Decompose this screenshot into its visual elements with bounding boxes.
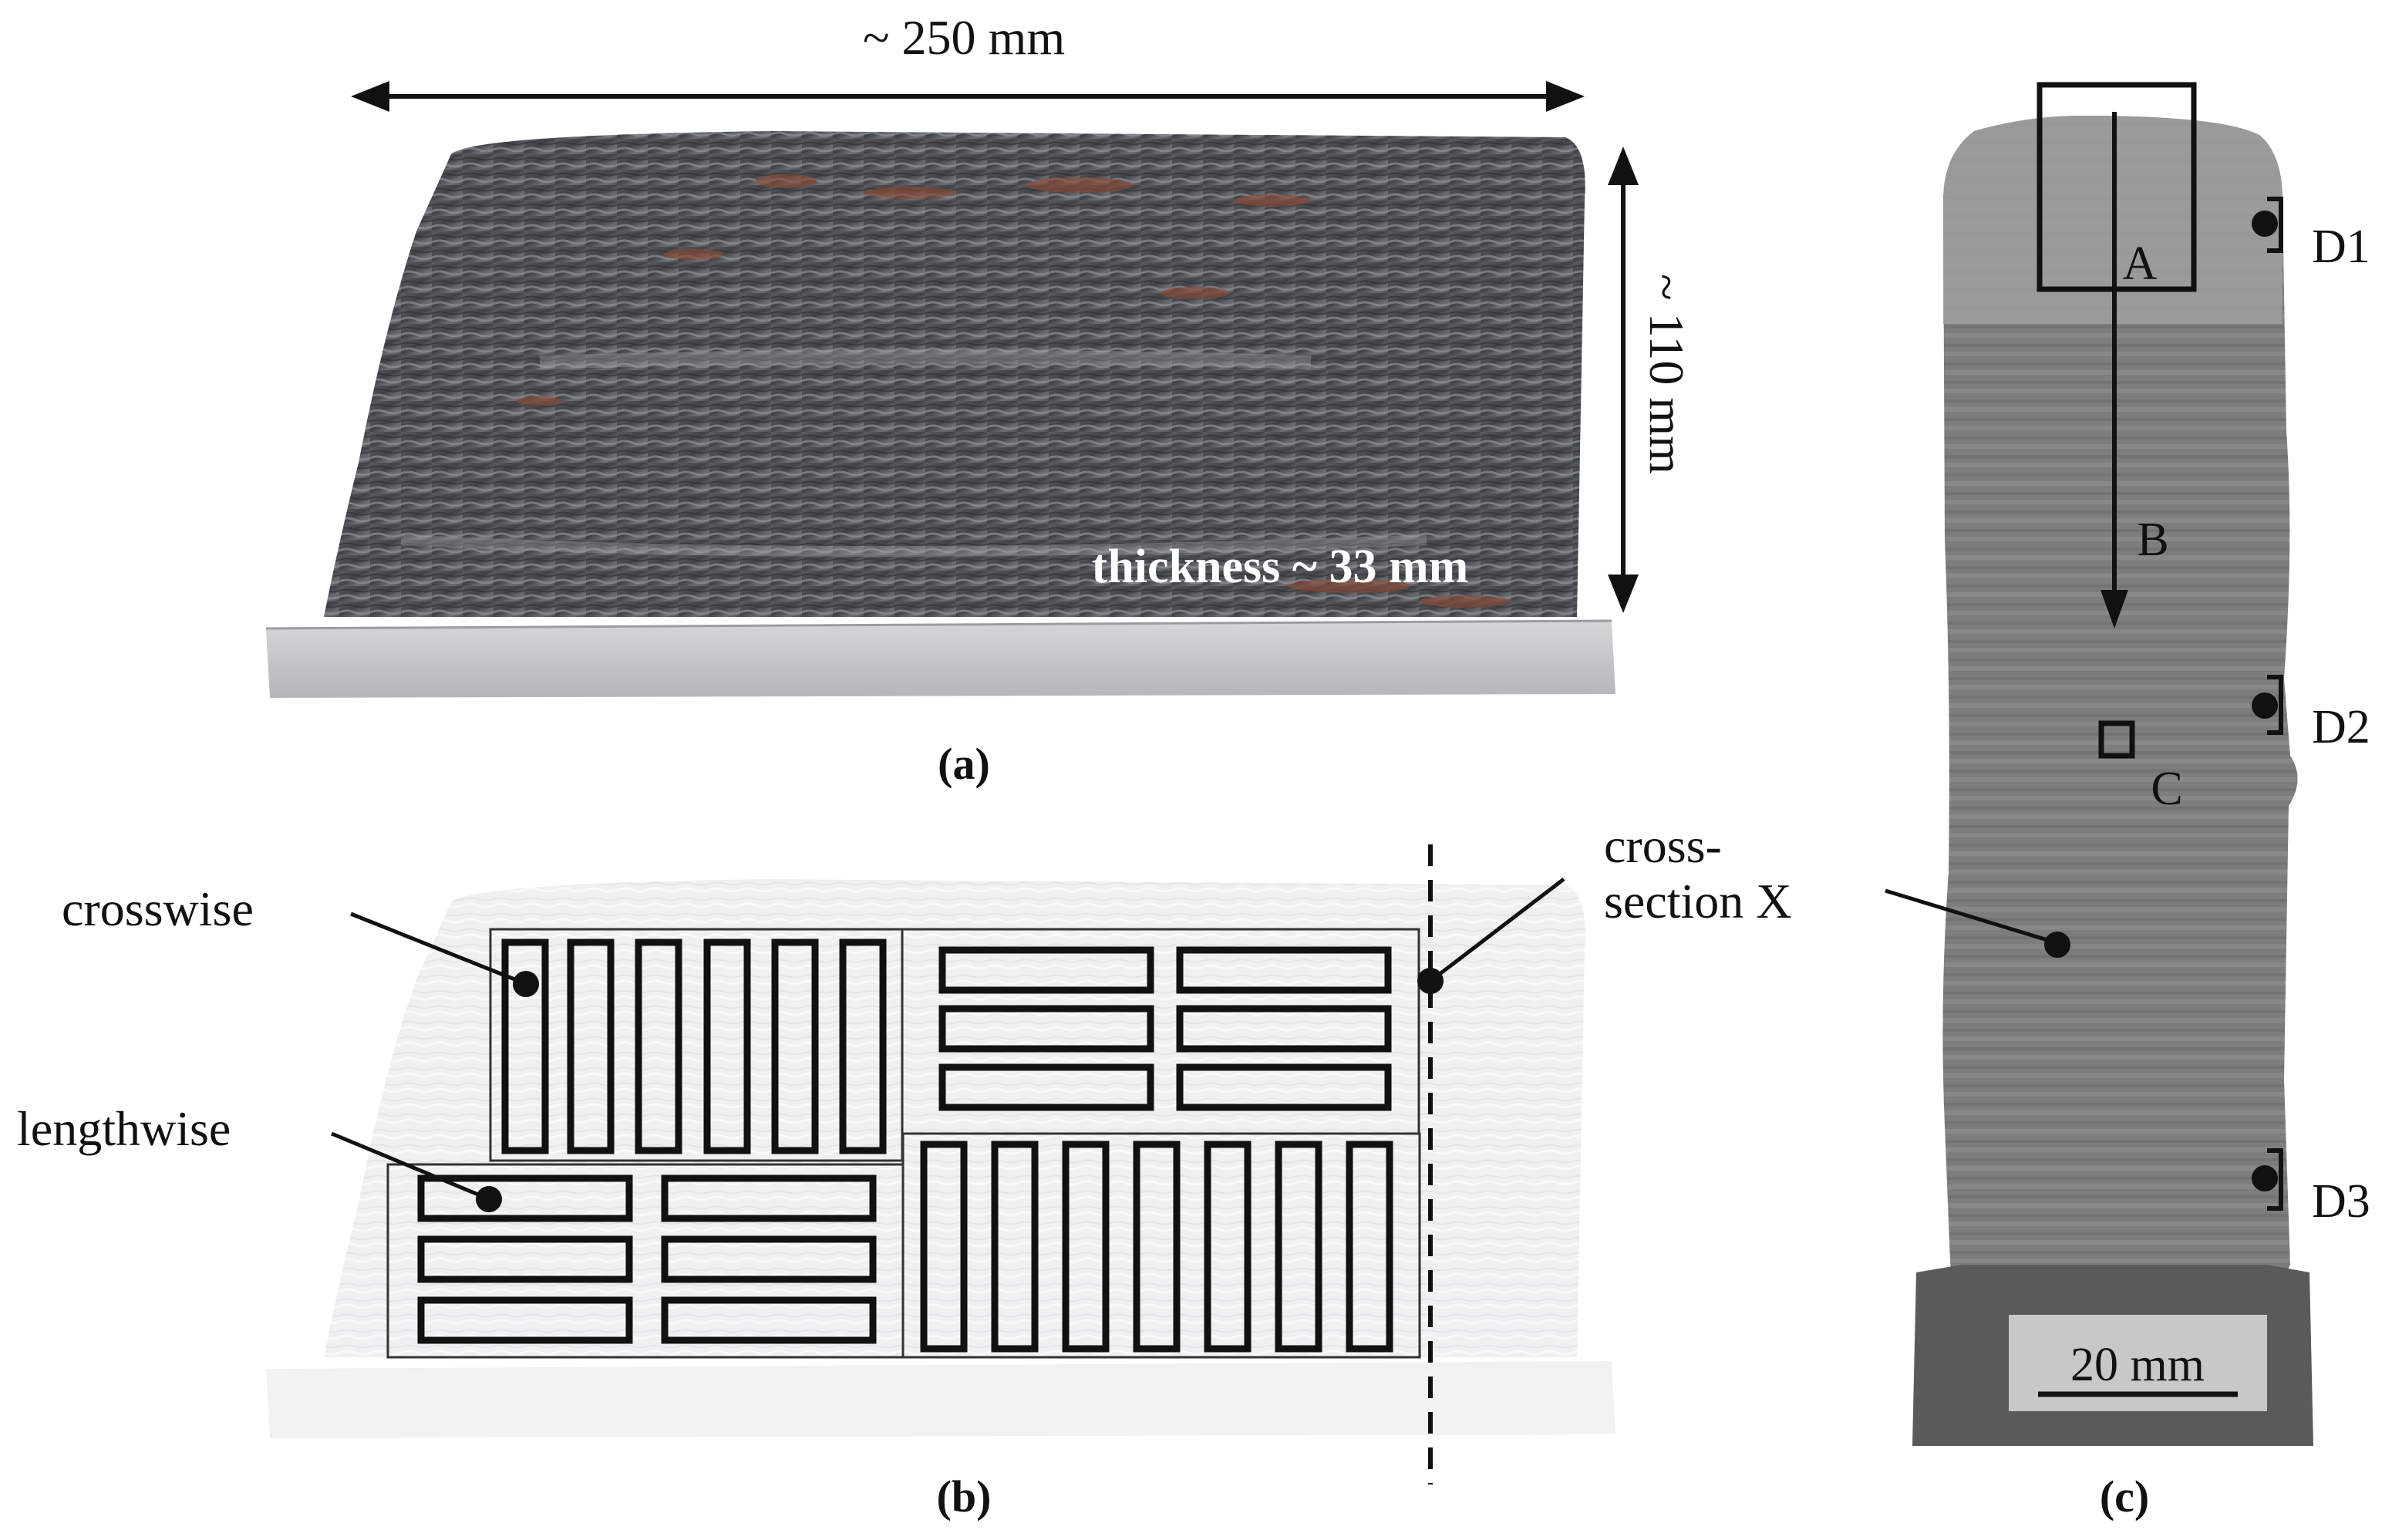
width-arrowhead-right (1546, 81, 1585, 112)
specimen-lengthwise (661, 1296, 877, 1344)
defect-d2-label: D2 (2312, 701, 2370, 753)
rust-patches (517, 174, 1511, 608)
lengthwise-label: lengthwise (17, 1101, 231, 1156)
defect-d1-bracket (2267, 197, 2283, 253)
lengthwise-specimen-group (386, 1163, 905, 1359)
specimen-lengthwise (661, 1235, 877, 1283)
specimen-lengthwise (417, 1174, 633, 1222)
specimen-vertical (1204, 1141, 1252, 1353)
height-label: ~ 110 mm (1639, 274, 1694, 474)
specimen-crosswise (567, 938, 615, 1154)
caption-a: (a) (938, 739, 990, 789)
specimen-lengthwise (661, 1174, 877, 1222)
caption-c: (c) (2100, 1471, 2149, 1521)
defect-d3-label: D3 (2312, 1175, 2370, 1228)
crosswise-leader (350, 912, 525, 986)
defect-d3-dot (2252, 1165, 2278, 1191)
cross-section-leader-c (1885, 888, 2056, 945)
specimen-horizontal (938, 1063, 1154, 1111)
scale-bar-label: 20 mm (2070, 1339, 2205, 1391)
lengthwise-leader (331, 1131, 488, 1201)
defect-d2-dot (2252, 692, 2278, 719)
crosswise-label: crosswise (62, 881, 254, 936)
defect-d1-label: D1 (2312, 221, 2370, 273)
specimen-horizontal (1176, 946, 1392, 994)
panel-c: 20 mm A B C D1 D2 D3 (c) (1885, 82, 2370, 1521)
region-c-label: C (2151, 763, 2182, 815)
specimen-vertical (1062, 1141, 1110, 1353)
deposited-block-photo (265, 131, 1615, 698)
specimen-crosswise (635, 938, 682, 1154)
panel-a: ~ 250 mm ~ 110 mm (265, 10, 1694, 789)
cross-section-marker-dot (1417, 968, 1444, 994)
defect-d3-bracket (2267, 1148, 2283, 1211)
caption-b: (b) (937, 1471, 992, 1521)
thickness-label: thickness ~ 33 mm (1092, 541, 1469, 593)
specimen-horizontal (938, 1005, 1154, 1053)
specimen-lengthwise (417, 1296, 633, 1344)
specimen-crosswise (771, 938, 819, 1154)
crosswise-marker-dot (513, 971, 539, 997)
specimen-crosswise (703, 938, 751, 1154)
specimen-horizontal (938, 946, 1154, 994)
defect-d1-dot (2252, 211, 2278, 237)
upper-right-specimen-group (901, 928, 1420, 1135)
panel-b: crosswise lengthwise cross- section X (b… (17, 818, 1792, 1521)
region-b-label: B (2137, 514, 2168, 566)
height-arrowhead-bottom (1608, 575, 1639, 613)
specimen-crosswise (501, 938, 549, 1154)
cross-section-leader (1431, 878, 1565, 981)
cross-section-label-line1: cross- (1604, 818, 1722, 873)
specimen-crosswise (839, 938, 887, 1154)
region-b-arrowhead (2101, 590, 2128, 628)
cross-section-point (2044, 932, 2070, 958)
width-arrowhead-left (351, 81, 389, 112)
height-arrowhead-top (1608, 147, 1639, 185)
xray-cross-section-image: 20 mm (1912, 116, 2313, 1446)
base-plate (266, 621, 1615, 698)
cross-section-label-line2: section X (1604, 874, 1792, 928)
specimen-horizontal (1176, 1063, 1392, 1111)
specimen-vertical (991, 1141, 1039, 1353)
specimen-horizontal (1176, 1005, 1392, 1053)
specimen-lengthwise (417, 1235, 633, 1283)
specimen-vertical (1133, 1141, 1181, 1353)
width-label: ~ 250 mm (863, 10, 1065, 65)
lengthwise-marker-dot (476, 1186, 502, 1212)
specimen-vertical (1346, 1141, 1393, 1353)
lower-right-specimen-group (901, 1132, 1421, 1359)
specimen-vertical (1275, 1141, 1322, 1353)
specimen-vertical (920, 1141, 968, 1353)
region-a-label: A (2123, 238, 2158, 290)
group-outline-lower-right (901, 1132, 1421, 1359)
region-c-box (2098, 720, 2135, 759)
defect-d2-bracket (2267, 675, 2283, 735)
